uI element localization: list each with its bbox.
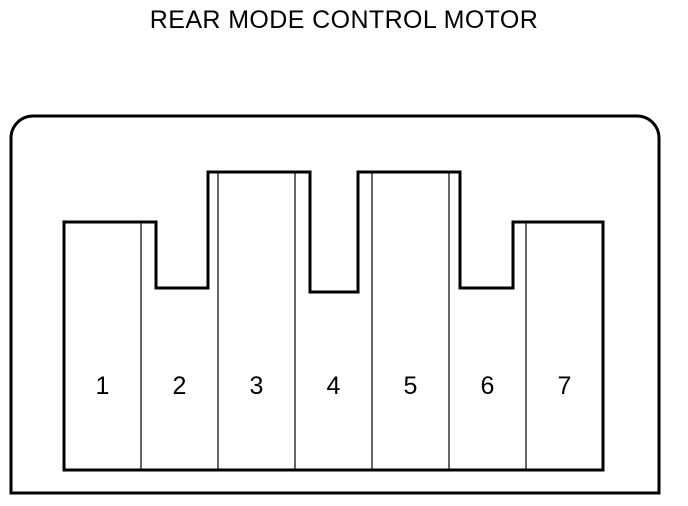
- pin-label-6: 6: [480, 372, 495, 400]
- terminal-cell-dividers: [140, 172, 527, 470]
- terminal-cavity-outline: [62, 170, 605, 472]
- connector-housing-outline: [9, 114, 661, 495]
- pin-label-4: 4: [326, 372, 341, 400]
- pin-label-3: 3: [249, 372, 264, 400]
- pin-label-7: 7: [557, 372, 572, 400]
- pin-label-5: 5: [403, 372, 418, 400]
- pin-label-1: 1: [95, 372, 110, 400]
- pin-label-2: 2: [172, 372, 187, 400]
- page-title: REAR MODE CONTROL MOTOR: [149, 6, 539, 34]
